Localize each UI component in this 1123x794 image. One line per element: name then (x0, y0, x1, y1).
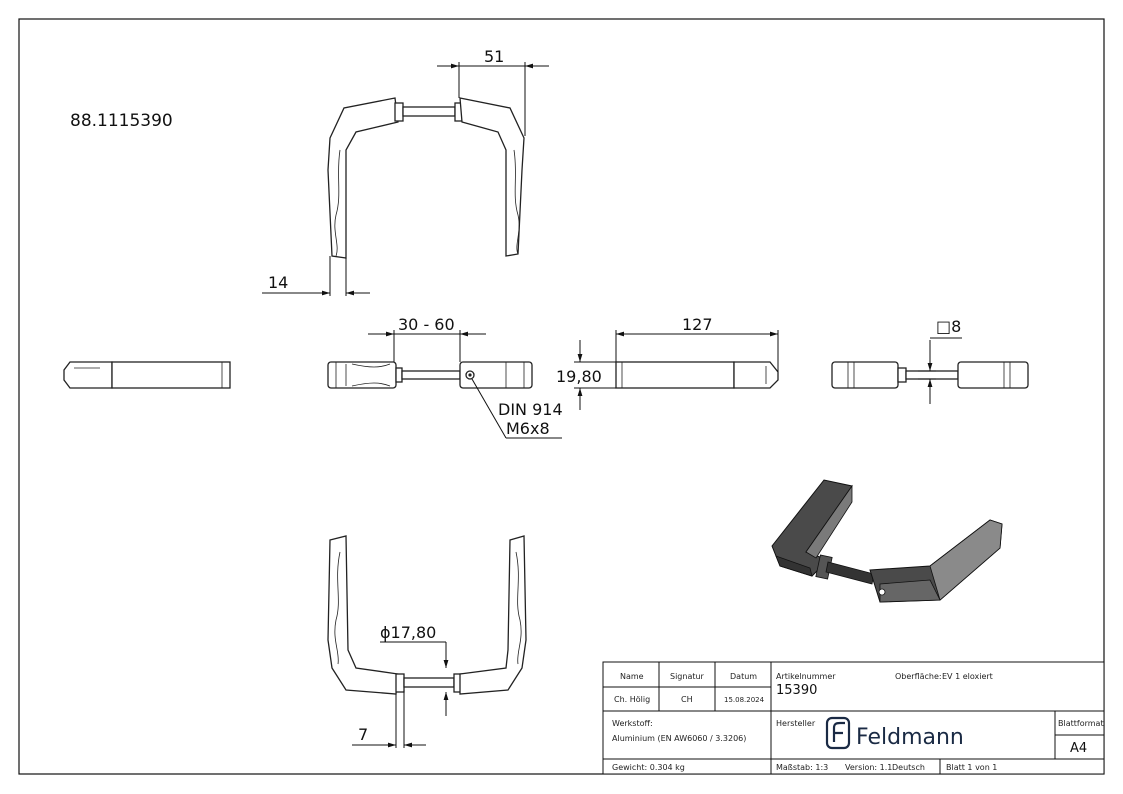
dimension-square-8: □8 (918, 317, 962, 404)
spindle-view (831, 361, 1029, 389)
title-material-label: Werkstoff: (612, 719, 653, 728)
title-block: Name Signatur Datum Ch. Hölig CH 15.08.2… (602, 661, 1105, 775)
title-date-value: 15.08.2024 (724, 696, 765, 704)
title-scale: Maßstab: 1:3 (776, 763, 828, 772)
title-format-label: Blattformat (1058, 719, 1104, 728)
isometric-view (771, 479, 1003, 603)
dimension-7: 7 (352, 690, 426, 748)
dim-label-127: 127 (682, 315, 713, 334)
top-view (327, 97, 525, 259)
dim-label-30-60: 30 - 60 (398, 315, 455, 334)
sheet-frame (18, 18, 1105, 775)
feldmann-logo-icon (825, 716, 851, 750)
title-date-label: Datum (730, 672, 757, 681)
screw-callout-line1: DIN 914 (498, 400, 563, 419)
title-brand: Feldmann (856, 725, 964, 750)
dimension-30-60: 30 - 60 (368, 315, 486, 362)
title-article-value: 15390 (776, 683, 817, 698)
dimension-14: 14 (262, 256, 370, 296)
length-view (615, 361, 779, 389)
top-left-rose (394, 102, 404, 122)
article-reference: 88.1115390 (70, 111, 173, 131)
title-weight: Gewicht: 0.304 kg (612, 763, 685, 772)
bottom-view (327, 535, 527, 695)
dim-label-14: 14 (268, 273, 288, 292)
title-format-value: A4 (1070, 741, 1087, 756)
dim-label-7: 7 (358, 725, 368, 744)
side-end-cap (63, 361, 113, 389)
title-language: Deutsch (892, 763, 925, 772)
dimension-diameter: ϕ17,80 (380, 623, 449, 716)
top-left-handle (327, 97, 399, 259)
title-surface-label: Oberfläche: (895, 672, 942, 681)
spindle-right-handle (957, 361, 1029, 389)
dim-label-51: 51 (484, 47, 504, 66)
bottom-spindle (403, 677, 455, 688)
side-end-body (111, 361, 231, 389)
dimension-127: 127 (615, 315, 779, 372)
dimension-51: 51 (437, 47, 549, 136)
title-surface-value: EV 1 eloxiert (942, 672, 993, 681)
title-name-label: Name (620, 672, 644, 681)
title-signature-value: CH (681, 695, 693, 704)
spindle-square (905, 370, 959, 380)
spindle-left-handle (831, 361, 899, 389)
screw-callout-line2: M6x8 (506, 419, 550, 438)
length-end-cap (733, 361, 779, 389)
dim-label-square-8: □8 (936, 317, 961, 336)
title-sheet: Blatt 1 von 1 (946, 763, 997, 772)
title-article-label: Artikelnummer (776, 672, 836, 681)
length-body (615, 361, 735, 389)
title-signature-label: Signatur (670, 672, 705, 681)
front-view (327, 361, 533, 389)
front-spindle (401, 370, 461, 380)
dimension-19-80: 19,80 (556, 340, 616, 410)
front-right-handle (459, 361, 533, 389)
bottom-right-handle (459, 535, 527, 695)
title-name-value: Ch. Hölig (614, 695, 650, 704)
top-spindle (402, 106, 456, 117)
dim-label-diameter: ϕ17,80 (380, 623, 436, 642)
side-view-end (63, 361, 231, 389)
screw-callout: DIN 914 M6x8 (471, 378, 563, 439)
title-version: Version: 1.1 (845, 763, 892, 772)
title-maker-label: Hersteller (776, 719, 816, 728)
title-material-value: Aluminium (EN AW6060 / 3.3206) (612, 734, 746, 743)
top-right-handle (459, 97, 525, 257)
dim-label-19-80: 19,80 (556, 367, 602, 386)
